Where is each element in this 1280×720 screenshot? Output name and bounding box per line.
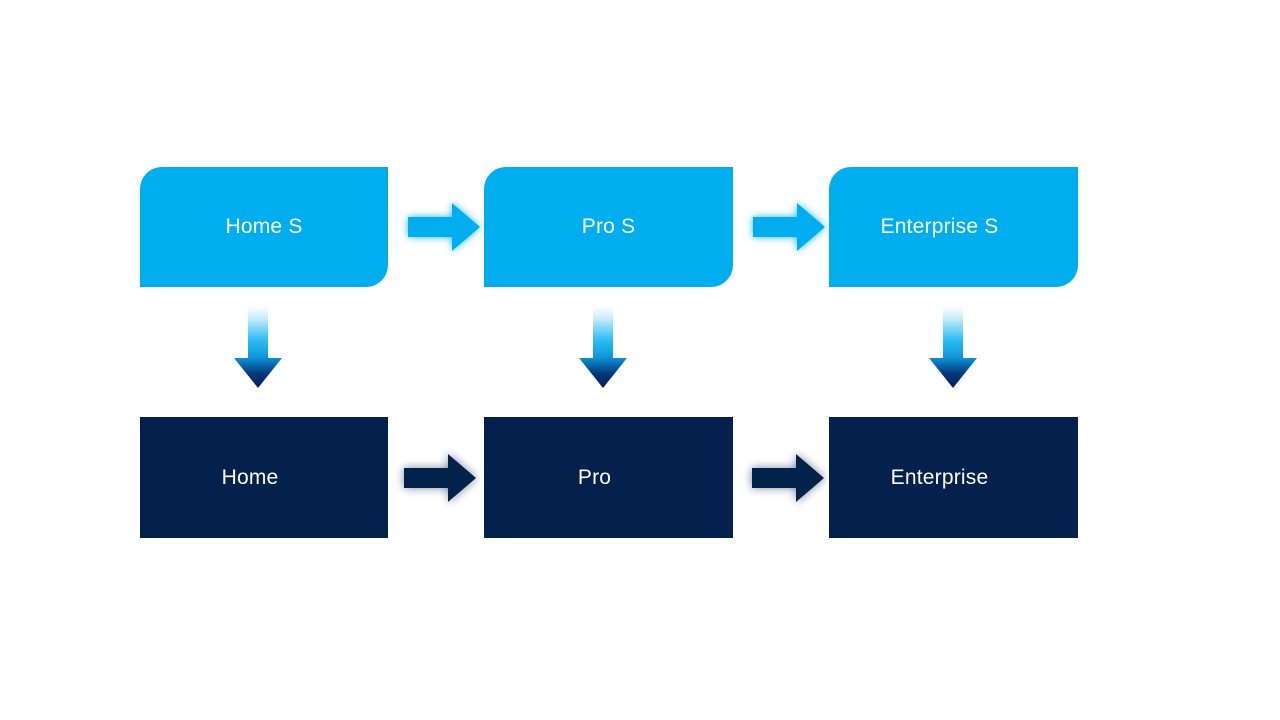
arrow-right-icon: [408, 203, 480, 251]
node-pro[interactable]: Pro: [484, 417, 733, 538]
node-enterprise-s[interactable]: Enterprise S: [829, 167, 1078, 287]
node-enterprise[interactable]: Enterprise: [829, 417, 1078, 538]
node-enterprise-s-label: Enterprise S: [880, 215, 999, 239]
arrow-right-icon: [404, 454, 476, 502]
node-pro-s[interactable]: Pro S: [484, 167, 733, 287]
node-pro-s-label: Pro S: [581, 215, 636, 239]
node-home[interactable]: Home: [140, 417, 388, 538]
node-home-s[interactable]: Home S: [140, 167, 388, 287]
node-home-s-label: Home S: [225, 215, 303, 239]
arrow-right-icon: [752, 454, 824, 502]
node-home-label: Home: [221, 465, 279, 489]
arrow-down-icon: [579, 306, 627, 388]
node-pro-label: Pro: [577, 465, 612, 489]
node-enterprise-label: Enterprise: [890, 465, 989, 489]
arrow-right-icon: [753, 203, 825, 251]
arrow-down-icon: [929, 306, 977, 388]
arrow-down-icon: [234, 306, 282, 388]
